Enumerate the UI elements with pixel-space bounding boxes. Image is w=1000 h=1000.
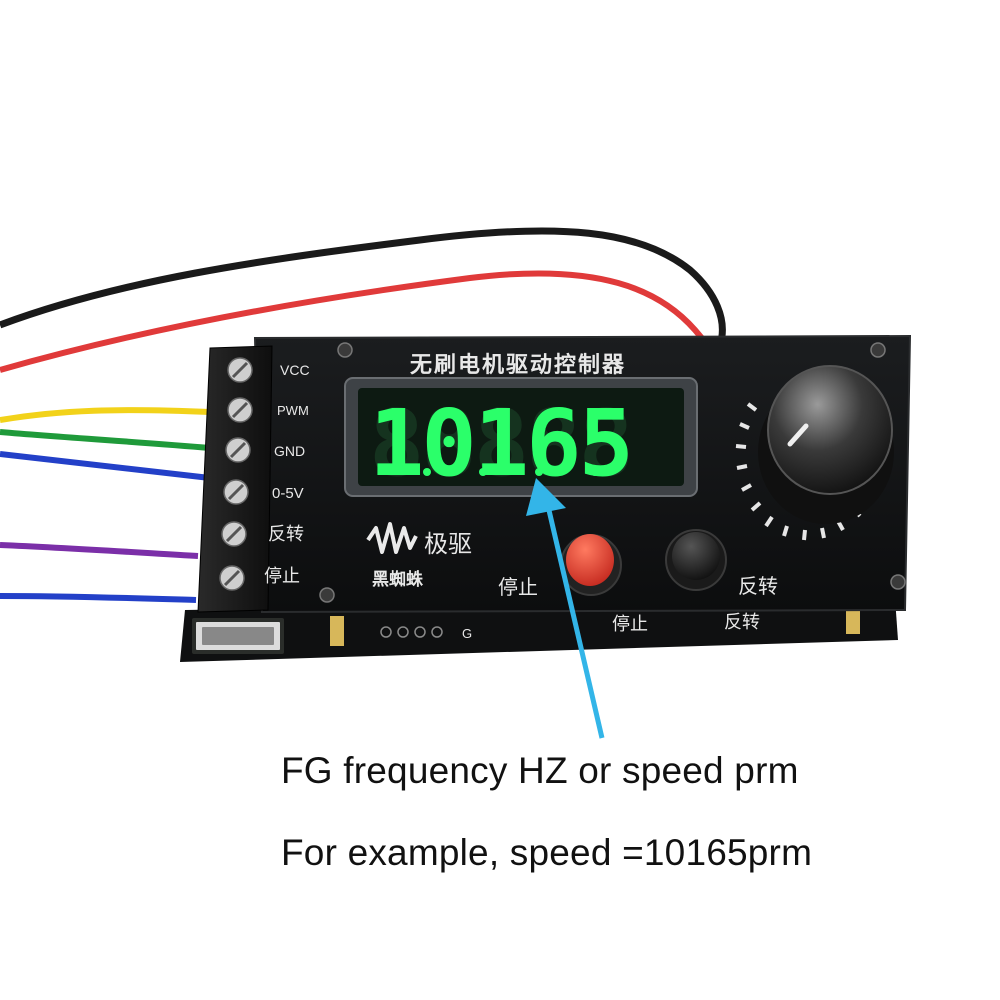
yellow-wire [0, 407, 211, 423]
lower-board: G 停止 反转 [180, 598, 898, 662]
seven-segment-display: 88888 10165 [344, 377, 698, 497]
terminal-block [197, 345, 273, 613]
corner-screws [319, 342, 906, 603]
rotary-knob-icon[interactable] [735, 365, 894, 541]
annotation-arrow [526, 478, 605, 739]
caption-line-1: FG frequency HZ or speed prm [281, 750, 799, 791]
panel-title: 无刷电机驱动控制器 [410, 352, 626, 377]
black-wire [0, 227, 726, 347]
red-wire [0, 270, 715, 373]
brand-subtext: 黑蜘蛛 [372, 569, 424, 589]
decimal-points [423, 468, 599, 476]
pin-header [380, 626, 443, 638]
lower-stop-label: 停止 [612, 614, 648, 634]
brand-name: 极驱 [424, 531, 472, 558]
stop-button-label: 停止 [498, 576, 538, 599]
blue-wire-top [0, 451, 211, 481]
terminal-label-gnd: GND [274, 443, 305, 459]
reverse-button[interactable] [665, 529, 727, 591]
reverse-button-label: 反转 [738, 575, 778, 598]
control-panel: 无刷电机驱动控制器 VCC PWM GND [197, 334, 912, 614]
knob-pointer [787, 423, 809, 447]
display-reading: 10165 [369, 390, 631, 497]
green-wire [0, 429, 211, 451]
caption-line-2: For example, speed =10165prm [281, 832, 813, 873]
blue-wire-bottom [0, 593, 197, 603]
brand: 极驱 黑蜘蛛 [366, 522, 472, 589]
terminal-label-pwm: PWM [277, 403, 309, 418]
stop-button[interactable] [560, 534, 622, 596]
wires [0, 227, 726, 603]
lower-reverse-label: 反转 [724, 612, 760, 632]
lower-g-label: G [462, 626, 472, 641]
terminal-label-0-5v: 0-5V [272, 485, 304, 502]
svg-text:88888: 88888 [369, 390, 631, 497]
waveform-icon [366, 522, 418, 554]
purple-wire [0, 542, 199, 559]
terminal-label-reverse: 反转 [268, 524, 304, 544]
terminal-label-stop: 停止 [264, 566, 300, 586]
terminal-label-vcc: VCC [280, 362, 310, 378]
